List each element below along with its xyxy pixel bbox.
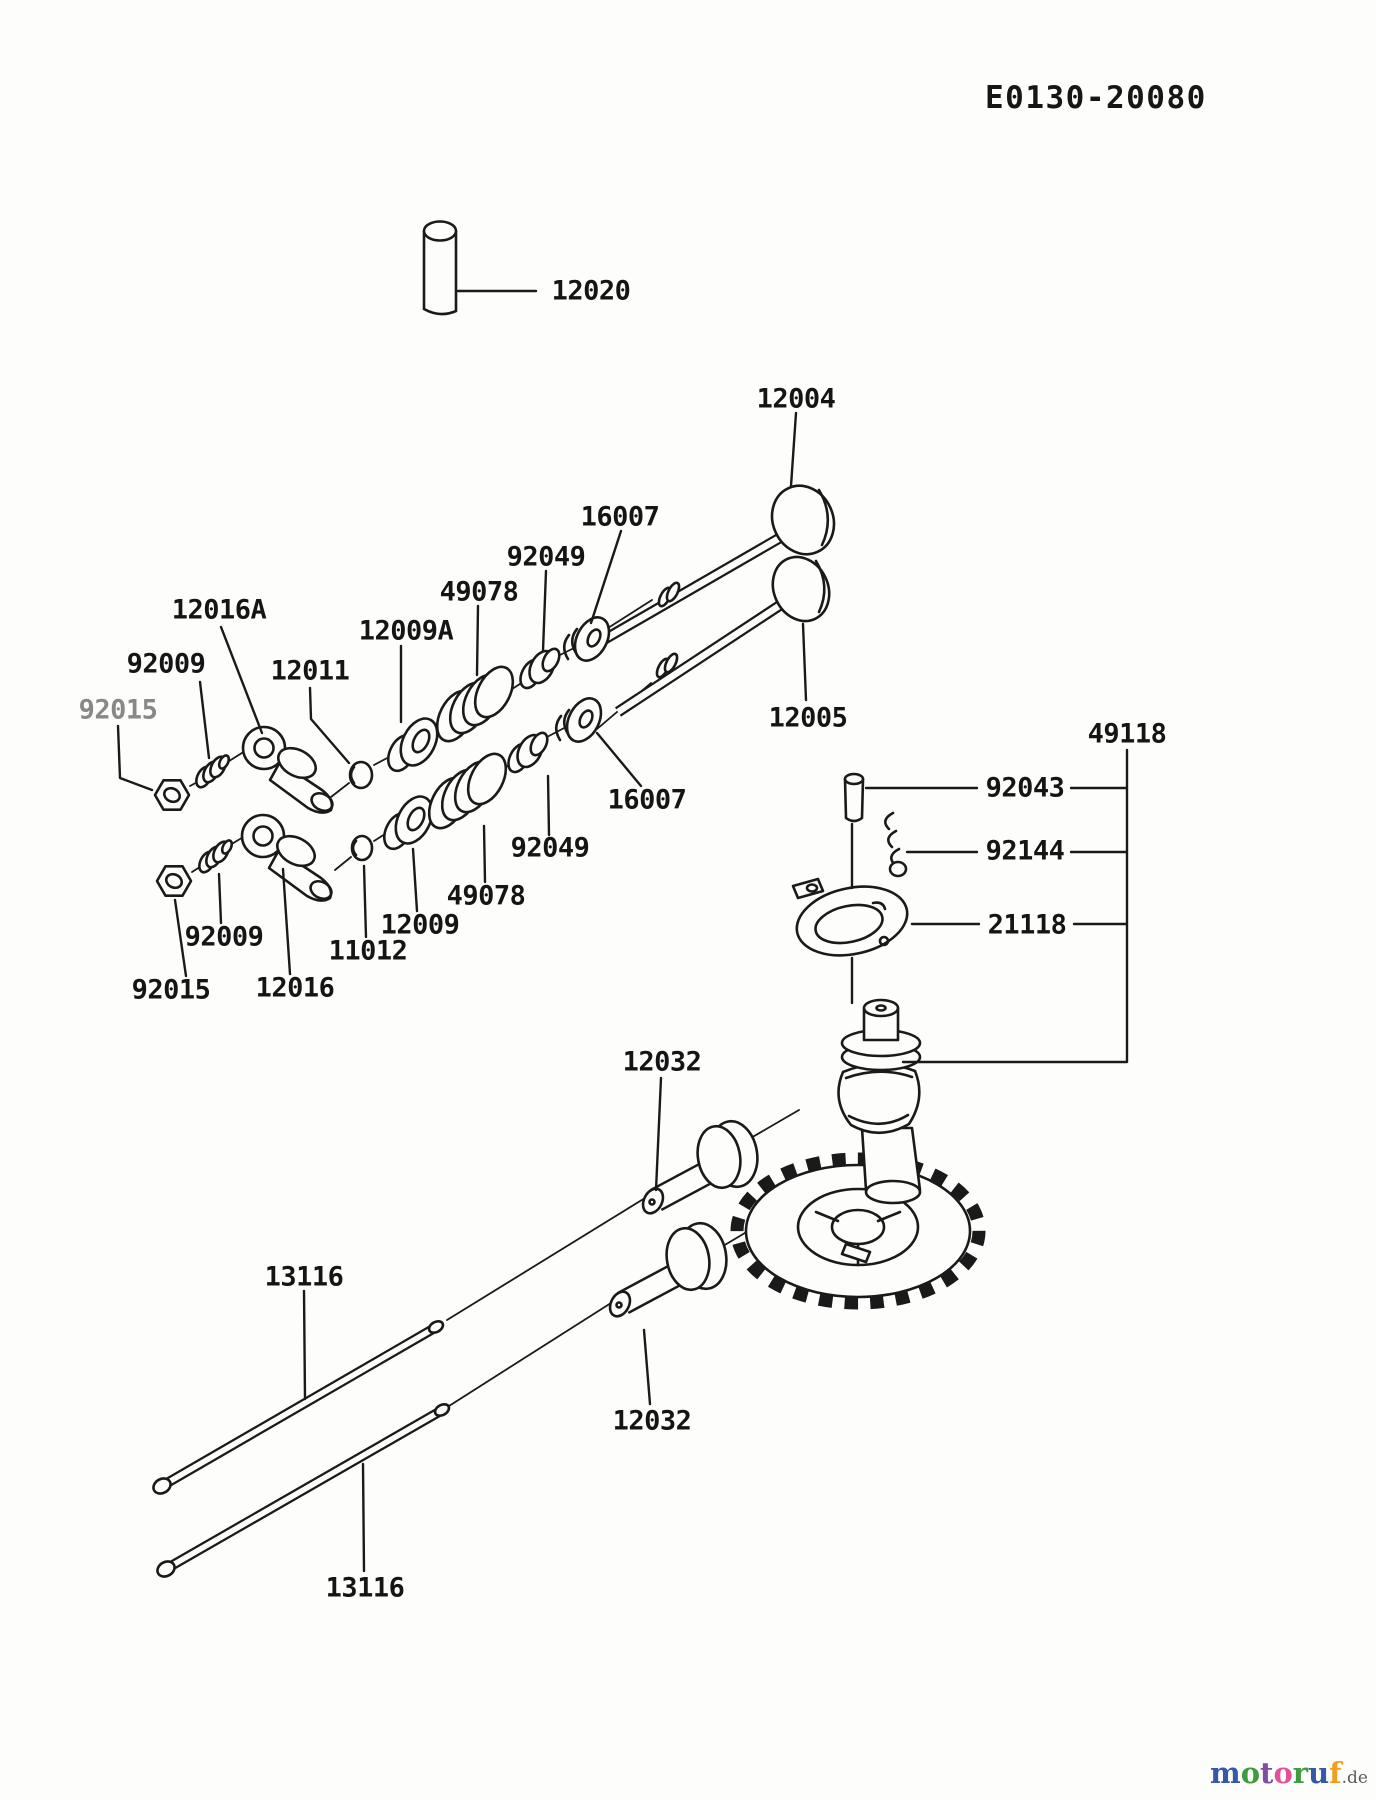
fiche-code: E0130-20080: [985, 80, 1207, 116]
logo-letter: m: [1210, 1756, 1241, 1790]
valve-guide-pin-12020: [422, 220, 458, 316]
camshaft-sprocket-gear: [730, 1152, 986, 1310]
logo-suffix: .de: [1341, 1768, 1368, 1788]
part-label-92144: 92144: [985, 835, 1065, 867]
logo-letter: f: [1329, 1756, 1342, 1790]
part-label-92009-upper: 92009: [126, 648, 206, 680]
part-label-92015-lower: 92015: [131, 974, 211, 1006]
rocker-row-lower: [155, 697, 603, 902]
part-label-11012: 11012: [328, 935, 408, 967]
part-label-92049-upper: 92049: [506, 541, 586, 573]
part-label-12032-upper: 12032: [622, 1046, 702, 1078]
part-label-12020: 12020: [551, 275, 631, 307]
part-label-12009: 12009: [380, 909, 460, 941]
part-label-92015-upper: 92015: [78, 694, 158, 726]
part-label-16007-upper: 16007: [580, 501, 660, 533]
part-label-12016: 12016: [255, 972, 335, 1004]
valve-lifter-tappet-upper: [641, 1119, 759, 1215]
rocker-arm-12016a: [241, 725, 334, 814]
governor-weight-21118: [791, 877, 909, 957]
rocker-arm-12016: [240, 813, 333, 902]
valve-lifter-tappet-lower: [608, 1221, 728, 1318]
rocker-row-upper: [153, 616, 611, 814]
part-label-12004: 12004: [756, 383, 836, 415]
part-label-49078-upper: 49078: [439, 576, 519, 608]
push-rod-upper: [152, 1319, 445, 1495]
part-label-49118: 49118: [1087, 718, 1167, 750]
camshaft-body: [837, 998, 922, 1205]
part-label-21118: 21118: [987, 909, 1067, 941]
logo-letter: r: [1292, 1756, 1309, 1790]
push-rod-lower: [156, 1402, 451, 1578]
governor-pin-92043: [843, 772, 865, 823]
part-label-92049-lower: 92049: [510, 832, 590, 864]
part-label-92009-lower: 92009: [184, 921, 264, 953]
motoruf-logo[interactable]: motoruf.de: [1210, 1756, 1368, 1790]
part-label-12032-lower: 12032: [612, 1405, 692, 1437]
logo-letter: u: [1308, 1756, 1330, 1790]
part-label-13116-lower: 13116: [325, 1572, 405, 1604]
part-label-12011: 12011: [270, 655, 350, 687]
part-label-12005: 12005: [768, 702, 848, 734]
inlet-valve-12004: [595, 484, 836, 648]
camshaft-assembly-49118: [730, 998, 986, 1310]
logo-letter: t: [1260, 1756, 1274, 1790]
part-label-49078-lower: 49078: [446, 880, 526, 912]
governor-spring-92144: [884, 811, 908, 878]
logo-letter: o: [1240, 1756, 1261, 1790]
exhaust-valve-12005: [614, 555, 831, 717]
part-label-12009a: 12009A: [358, 615, 454, 647]
part-label-92043: 92043: [985, 772, 1065, 804]
part-label-16007-lower: 16007: [607, 784, 687, 816]
part-label-13116-upper: 13116: [264, 1261, 344, 1293]
part-label-12016a: 12016A: [171, 594, 267, 626]
logo-letter: o: [1273, 1756, 1293, 1790]
leader-lines: [116, 289, 1129, 1573]
